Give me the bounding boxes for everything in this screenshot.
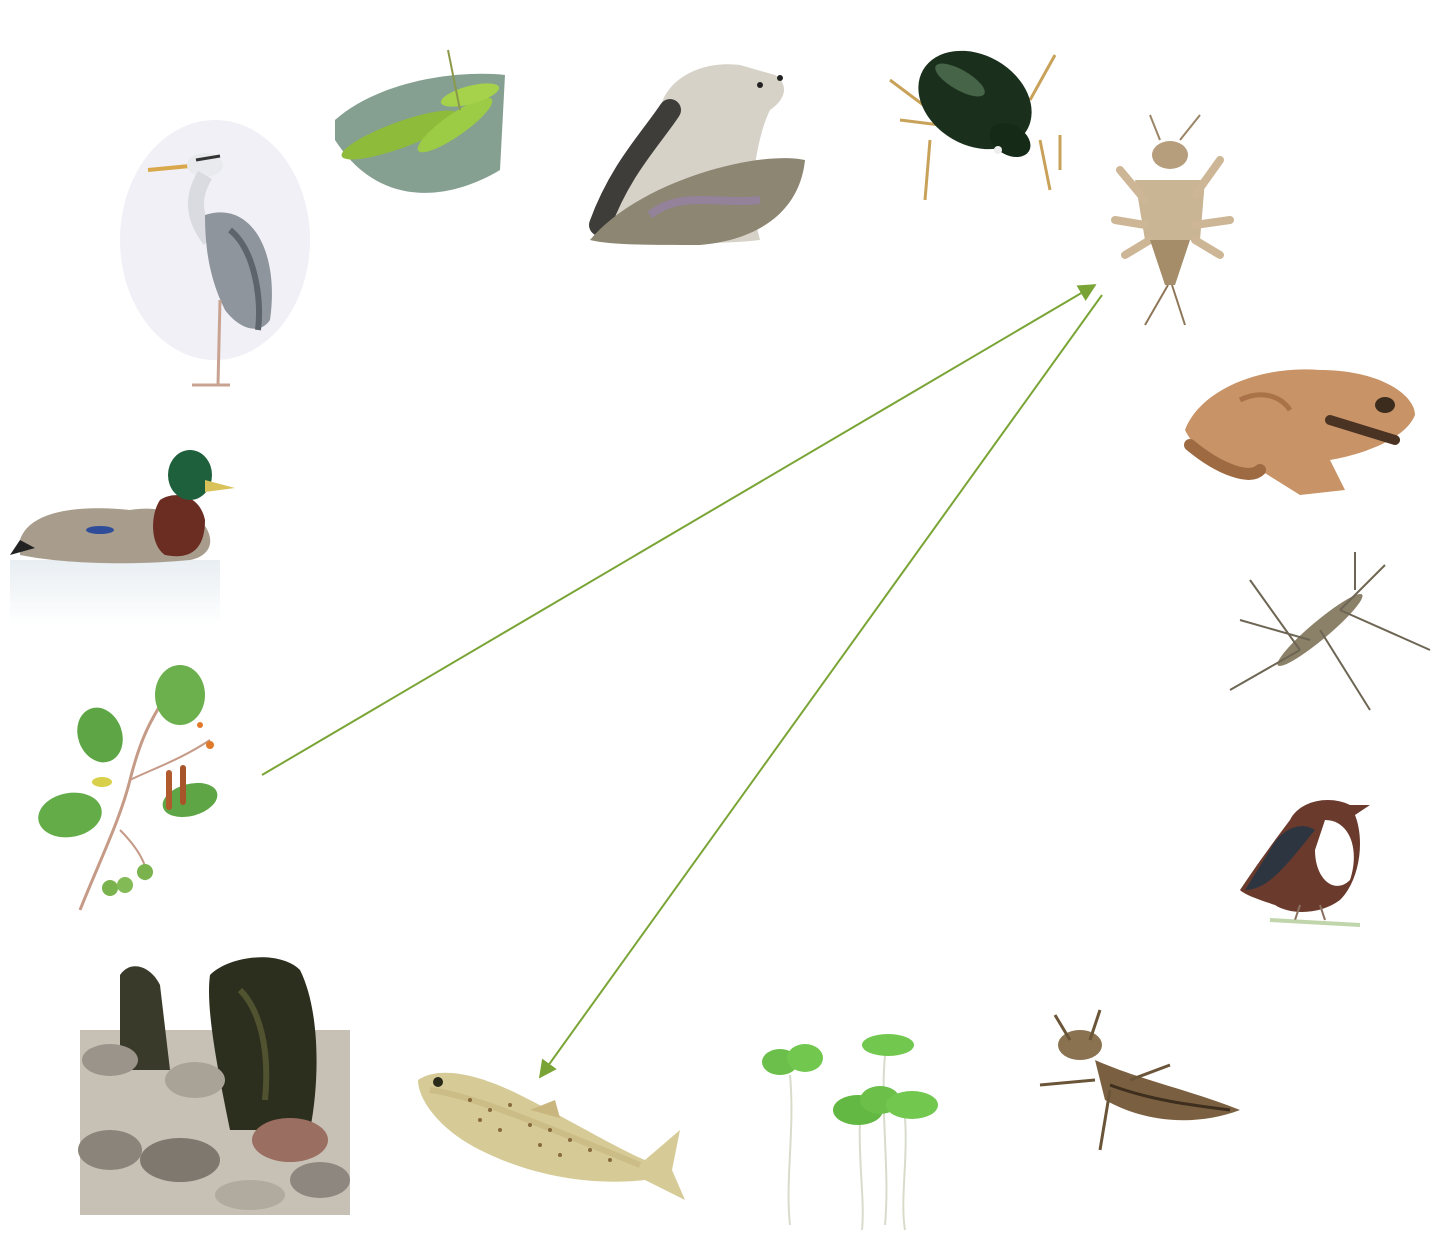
pond-skater-icon <box>1230 552 1430 710</box>
mallard-duck-icon <box>10 450 235 625</box>
heron-icon <box>120 120 310 385</box>
mussel-icon <box>78 957 350 1215</box>
stonefly-nymph-icon <box>1115 115 1230 325</box>
aquatic-plant-icon <box>335 50 505 193</box>
trout-icon <box>418 1073 685 1200</box>
otter-icon <box>590 64 805 245</box>
arrow-alder-to-stonefly <box>262 285 1095 775</box>
dragonfly-nymph-icon <box>1040 1010 1240 1150</box>
arrow-stonefly-to-trout <box>540 295 1102 1077</box>
alder-branch-icon <box>35 665 222 910</box>
water-beetle-icon <box>890 31 1060 200</box>
frog-icon <box>1185 369 1415 495</box>
food-web-arrows <box>262 285 1102 1077</box>
duckweed-icon <box>762 1034 938 1230</box>
dipper-bird-icon <box>1240 800 1370 925</box>
